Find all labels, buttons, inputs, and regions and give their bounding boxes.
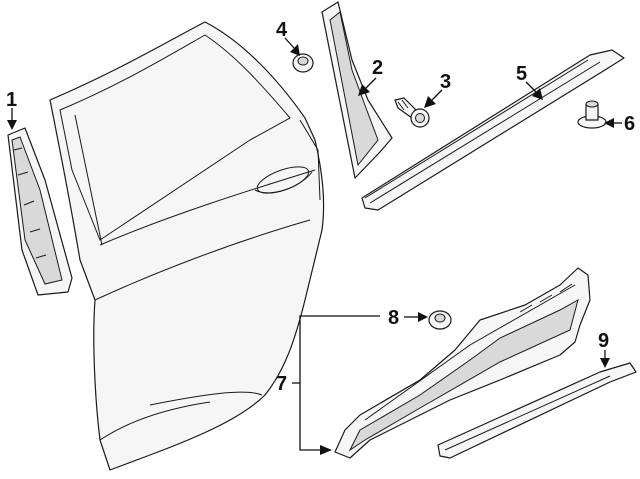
callout-2: 2 [372, 57, 383, 79]
belt-moulding [361, 49, 625, 211]
callout-6: 6 [624, 113, 635, 135]
callout-9: 9 [598, 330, 609, 352]
nut [292, 53, 314, 73]
clip [577, 100, 607, 129]
c-pillar-trim [321, 1, 393, 179]
callout-7: 7 [276, 373, 287, 395]
callout-1: 1 [6, 89, 17, 111]
b-pillar-applique [7, 127, 73, 296]
rear-door-outline [49, 21, 325, 471]
lower-moulding-strip [437, 362, 637, 459]
callout-5: 5 [516, 63, 527, 85]
callout-8: 8 [388, 307, 399, 329]
screw [394, 97, 430, 128]
rocker-moulding [334, 267, 591, 459]
callout-4: 4 [276, 19, 288, 41]
leader-lines [7, 37, 622, 455]
nut-sill [428, 310, 452, 330]
callout-3: 3 [440, 71, 451, 93]
callout-labels: 1 2 3 4 5 6 7 8 9 [6, 19, 635, 395]
